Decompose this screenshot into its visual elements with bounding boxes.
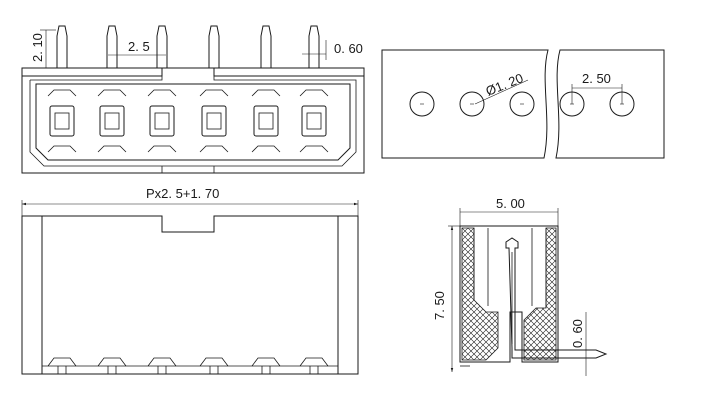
side-housing-outline	[459, 225, 559, 363]
front-housing-outer	[21, 67, 365, 174]
front-contact-inner	[206, 112, 222, 130]
top-notch	[147, 357, 177, 367]
top-notch	[299, 357, 329, 367]
front-pin	[308, 25, 320, 68]
front-housing-inner2	[29, 76, 357, 167]
pcb-board-left	[381, 49, 549, 159]
pcb-layout-view: Ø1. 20 2. 50	[381, 49, 665, 159]
top-housing-outline	[21, 215, 359, 375]
dim-pitch: 2. 5	[108, 39, 166, 56]
top-notch-slot	[309, 366, 319, 374]
top-notch-slot	[209, 366, 219, 374]
side-view: 5. 00 7. 50 0. 60	[432, 196, 608, 376]
dim-pin-protrusion-label: 2. 10	[30, 33, 45, 62]
dim-hole-pitch: 2. 50	[571, 71, 623, 104]
front-rib-bottom	[97, 145, 127, 153]
front-center-gap	[161, 166, 215, 173]
front-contact-outer	[301, 105, 327, 137]
pcb-hole	[409, 91, 435, 117]
front-contact-outer	[49, 105, 75, 137]
dim-pin-protrusion: 2. 10	[30, 29, 56, 69]
front-pin	[56, 25, 68, 68]
top-notch-slot	[107, 366, 117, 374]
top-notch	[97, 357, 127, 367]
top-notch-slot	[261, 366, 271, 374]
dim-depth: 5. 00	[459, 196, 559, 226]
front-housing-top-step	[22, 68, 364, 77]
front-rib-bottom	[299, 145, 329, 153]
dim-pitch-label: 2. 5	[128, 39, 150, 54]
front-contacts	[47, 89, 329, 153]
dim-height: 7. 50	[432, 225, 462, 372]
dim-hole-leader	[474, 79, 529, 105]
front-rib-bottom	[199, 145, 229, 153]
front-rib-top	[97, 89, 127, 97]
front-contact-inner	[154, 112, 170, 130]
front-view: 2. 10 2. 5 0. 60	[21, 25, 365, 174]
front-housing-inner	[35, 83, 351, 161]
front-pin	[208, 25, 220, 68]
front-rib-top	[199, 89, 229, 97]
top-notch	[199, 357, 229, 367]
front-rib-bottom	[147, 145, 177, 153]
top-notch	[47, 357, 77, 367]
front-rib-top	[47, 89, 77, 97]
front-rib-top	[147, 89, 177, 97]
front-rib-top	[251, 89, 281, 97]
front-pin	[260, 25, 272, 68]
front-contact-outer	[99, 105, 125, 137]
dim-pin-width-label: 0. 60	[334, 41, 363, 56]
dim-pin-thickness: 0. 60	[570, 312, 596, 376]
dim-overall-length: Px2. 5+1. 70	[21, 186, 359, 216]
dim-overall-length-label: Px2. 5+1. 70	[146, 186, 219, 201]
pcb-board-right	[555, 49, 665, 159]
dim-pin-width: 0. 60	[302, 40, 363, 60]
front-contact-inner	[104, 112, 120, 130]
top-notch-slot	[157, 366, 167, 374]
pcb-hole	[509, 91, 535, 117]
front-rib-bottom	[251, 145, 281, 153]
side-right-wall-hatch	[523, 227, 557, 361]
top-notches	[47, 357, 329, 374]
front-contact-inner	[54, 112, 70, 130]
dim-depth-label: 5. 00	[496, 196, 525, 211]
dim-height-label: 7. 50	[432, 291, 447, 320]
front-contact-outer	[149, 105, 175, 137]
front-pin	[106, 25, 118, 68]
side-left-wall-hatch	[461, 227, 499, 361]
front-rib-bottom	[47, 145, 77, 153]
side-cavity	[473, 228, 547, 308]
top-view: Px2. 5+1. 70	[21, 186, 359, 375]
front-contact-inner	[306, 112, 322, 130]
side-pin	[505, 237, 608, 359]
front-pin	[156, 25, 168, 68]
dim-pin-thickness-label: 0. 60	[570, 319, 585, 348]
dim-hole-pitch-label: 2. 50	[582, 71, 611, 86]
front-rib-top	[299, 89, 329, 97]
pcb-hole	[459, 91, 485, 117]
front-contact-outer	[201, 105, 227, 137]
pcb-holes	[409, 91, 635, 117]
top-notch	[251, 357, 281, 367]
dim-hole-diameter-label: Ø1. 20	[484, 70, 526, 99]
top-notch-slot	[57, 366, 67, 374]
front-pins	[56, 25, 320, 68]
front-contact-inner	[258, 112, 274, 130]
front-contact-outer	[253, 105, 279, 137]
